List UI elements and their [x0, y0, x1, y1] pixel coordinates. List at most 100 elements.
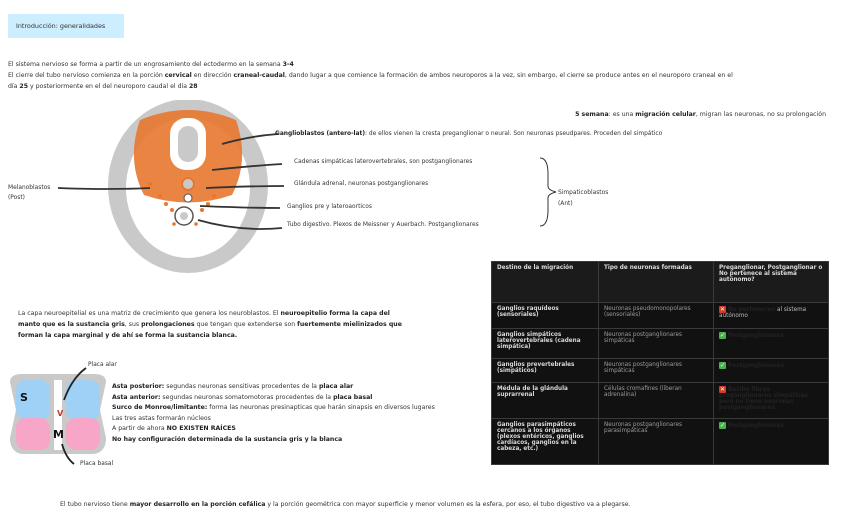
neuro-text: , sus	[125, 321, 141, 328]
embryo-diagram	[0, 100, 560, 290]
table-cell-tipo: Células cromafines (liberan adrenalina)	[599, 383, 714, 419]
intro-line-1: El sistema nervioso se forma a partir de…	[8, 59, 838, 70]
week5-text: , migran las neuronas, no su prolongació…	[696, 111, 826, 118]
melanoblastos-sub: (Post)	[8, 193, 50, 203]
asta-anterior-title: Asta anterior:	[112, 394, 160, 401]
config-line: No hay configuración determinada de la s…	[112, 435, 482, 446]
tres-astas-line: Las tres astas formarán núcleos	[112, 414, 482, 425]
basal-plate-right	[66, 418, 100, 450]
page-title: Introducción: generalidades	[8, 14, 124, 38]
neuro-bold: manto que es la sustancia gris	[18, 321, 125, 328]
table-cell-status: ✓Postganglionares	[714, 419, 829, 465]
notochord-shape	[182, 178, 194, 190]
ganglios-pre-label: Ganglios pre y lateroaorticos	[287, 204, 372, 210]
placa-basal-label: Placa basal	[80, 461, 113, 467]
neuro-bold: fuertemente mielinizados que	[297, 321, 402, 328]
aorta-shape	[184, 194, 192, 202]
table-cell-status: ✓Postganglionares	[714, 359, 829, 383]
neural-tube-lumen	[178, 126, 198, 162]
table-cell-status: ✓Postganglionares	[714, 329, 829, 359]
axes-text: forma las neuronas presinapticas que har…	[207, 404, 434, 411]
status-bold: Postganglionares	[728, 363, 784, 369]
intro-cervical: cervical	[165, 72, 192, 79]
melanoblastos-label: Melanoblastos (Post)	[8, 183, 50, 203]
table-cell-dest: Ganglios parasimpáticos cercanos a los ó…	[492, 419, 599, 465]
table-header-cell: Preganglionar, Postganglionar o No perte…	[714, 262, 829, 303]
asta-anterior-line: Asta anterior: segundas neuronas somatom…	[112, 393, 482, 404]
plate-s-letter: S	[20, 391, 28, 404]
simpatico-sub: (Ant)	[558, 199, 608, 210]
melanoblastos-title: Melanoblastos	[8, 183, 50, 193]
surco-title: Surco de Monroe/limitante:	[112, 404, 207, 411]
page-title-text: Introducción: generalidades	[16, 22, 105, 30]
status-bold: Postganglionares	[728, 423, 784, 429]
table-cell-tipo: Neuronas pseudomonopolares (sensoriales)	[599, 303, 714, 329]
glandula-label: Glándula adrenal, neuronas postgangliona…	[294, 181, 428, 187]
week5-note: 5 semana: es una migración celular, migr…	[575, 109, 826, 120]
table-row: Ganglios prevertebrales (simpáticos) Neu…	[492, 359, 829, 383]
check-icon: ✓	[719, 332, 726, 339]
intro-week: 3-4	[283, 61, 294, 68]
cross-icon: ✕	[719, 386, 726, 393]
check-icon: ✓	[719, 362, 726, 369]
table-row: Médula de la glándula suprarrenal Célula…	[492, 383, 829, 419]
axes-list: Asta posterior: segundas neuronas sensit…	[112, 382, 482, 445]
intro-direction: craneal-caudal	[234, 72, 285, 79]
neuro-text: La capa neuroepitelial es una matriz de …	[18, 310, 281, 317]
placa-basal-bold: placa basal	[333, 394, 372, 401]
intro-text: , dando lugar a que comience la formació…	[285, 72, 733, 79]
placa-alar-label: Placa alar	[88, 362, 117, 368]
neuro-bold: forman la capa marginal y de ahí se form…	[18, 332, 237, 339]
table-cell-dest: Médula de la glándula suprarrenal	[492, 383, 599, 419]
tubo-label: Tubo digestivo. Plexos de Meissner y Aue…	[287, 222, 479, 228]
surco-line: Surco de Monroe/limitante: forma las neu…	[112, 403, 482, 414]
ganglioblastos-title: Ganglioblastos (antero-lat)	[275, 131, 365, 137]
neuro-text: que tengan que extenderse son	[195, 321, 298, 328]
check-icon: ✓	[719, 422, 726, 429]
ganglioblastos-label: Ganglioblastos (antero-lat): de ellos vi…	[275, 131, 735, 137]
neuro-bold: prolongaciones	[141, 321, 194, 328]
neuro-bold: neuroepitelio forma la capa del	[281, 310, 390, 317]
week5-text: : es una	[609, 111, 636, 118]
intro-text: en dirección	[192, 72, 234, 79]
table-row: Ganglios simpáticos laterovertebrales (c…	[492, 329, 829, 359]
simpatico-title: Simpaticoblastos	[558, 188, 608, 199]
intro-paragraph: El sistema nervioso se forma a partir de…	[8, 59, 838, 92]
simpatico-bracket	[540, 158, 556, 226]
plate-m-letter: M	[53, 428, 64, 441]
intro-text: El cierre del tubo nervioso comienza en …	[8, 72, 165, 79]
status-bold: Postganglionares	[728, 333, 784, 339]
asta-posterior-line: Asta posterior: segundas neuronas sensit…	[112, 382, 482, 393]
table-cell-tipo: Neuronas postganglionares simpáticas	[599, 329, 714, 359]
intro-line-3: día 25 y posteriormente en el del neurop…	[8, 81, 838, 92]
table-header-cell: Destino de la migración	[492, 262, 599, 303]
config-bold: No hay configuración determinada de la s…	[112, 436, 342, 443]
gut-lumen	[180, 212, 188, 220]
table-cell-dest: Ganglios simpáticos laterovertebrales (c…	[492, 329, 599, 359]
table-row: Ganglios raquídeos (sensoriales) Neurona…	[492, 303, 829, 329]
raices-line: A partir de ahora NO EXISTEN RAÍCES	[112, 424, 482, 435]
intro-text: El sistema nervioso se forma a partir de…	[8, 61, 283, 68]
cross-icon: ✕	[719, 306, 726, 313]
basal-plate-left	[16, 418, 50, 450]
simpatico-label: Simpaticoblastos (Ant)	[558, 188, 608, 210]
intro-day-28: 28	[189, 83, 198, 90]
asta-posterior-title: Asta posterior:	[112, 383, 164, 390]
footer-text: El tubo nervioso tiene	[60, 501, 130, 508]
axes-text: segundas neuronas somatomotoras proceden…	[160, 394, 333, 401]
footer-paragraph: El tubo nervioso tiene mayor desarrollo …	[60, 499, 840, 510]
table-cell-status: ✕No pertenecen al sistema autónomo	[714, 303, 829, 329]
table-cell-status: ✕Recibe fibras preganglionares simpática…	[714, 383, 829, 419]
placa-alar-bold: placa alar	[319, 383, 353, 390]
footer-text: y la porción geométrica con mayor superf…	[265, 501, 630, 508]
footer-bold: mayor desarrollo en la porción cefálica	[130, 501, 266, 508]
week5-label: 5 semana	[575, 111, 609, 118]
table-cell-dest: Ganglios prevertebrales (simpáticos)	[492, 359, 599, 383]
migration-table-wrap: Destino de la migración Tipo de neuronas…	[491, 261, 829, 465]
table-header-cell: Tipo de neuronas formadas	[599, 262, 714, 303]
table-cell-dest: Ganglios raquídeos (sensoriales)	[492, 303, 599, 329]
neuroepithelium-paragraph: La capa neuroepitelial es una matriz de …	[18, 308, 478, 341]
table-cell-tipo: Neuronas postganglionares simpáticas	[599, 359, 714, 383]
intro-text: y posteriormente en el del neuroporo cau…	[28, 83, 189, 90]
migration-table: Destino de la migración Tipo de neuronas…	[491, 261, 829, 465]
